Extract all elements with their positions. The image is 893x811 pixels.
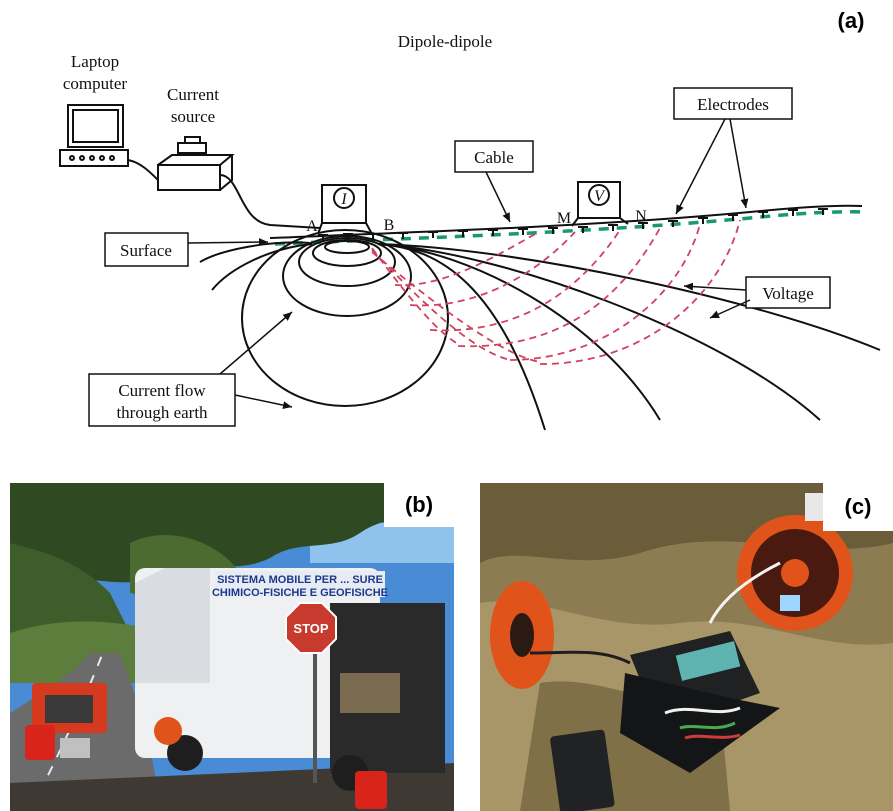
panel-b-tag: (b) [384, 483, 454, 527]
electrode-n-label: N [635, 208, 647, 225]
red-can-icon [355, 771, 387, 809]
fuel-can-icon [25, 725, 55, 760]
electrode-a-label: A [306, 218, 318, 235]
dipole-dipole-diagram-panel: Dipole-dipole Laptop computer Current so… [59, 6, 881, 431]
voltage-arrow-2 [709, 299, 751, 319]
instrument-case-icon [620, 673, 780, 773]
stop-sign-icon [285, 602, 337, 654]
dipole-dipole-diagram: Dipole-dipole Laptop computer Current so… [59, 32, 881, 431]
source-label-line1: Current [167, 85, 219, 104]
cable-reel-icon [154, 717, 182, 745]
laptop-label-line1: Laptop [71, 52, 119, 71]
electrodes-arrow-2 [729, 118, 749, 209]
current-flow-label-line2: through earth [116, 403, 208, 422]
ammeter-symbol: I [340, 191, 347, 208]
battery-icon [550, 729, 615, 811]
source-cable [219, 174, 321, 229]
electrode-markers [318, 208, 828, 241]
voltage-lines [371, 219, 741, 365]
field-van-photo: SISTEMA MOBILE PER ... SURE CHIMICO-FISI… [10, 483, 454, 811]
laptop-cable [127, 159, 159, 181]
cable-label: Cable [474, 148, 514, 167]
surface-label-box: Surface [104, 232, 189, 267]
current-flow-arrow-1 [219, 311, 293, 375]
panel-c-tag: (c) [823, 483, 893, 531]
van-photo-illustration: SISTEMA MOBILE PER ... SURE CHIMICO-FISI… [10, 483, 454, 811]
current-flow-arrow-2 [234, 394, 293, 410]
stop-sign-text: STOP [293, 621, 328, 636]
current-source-icon [157, 136, 235, 191]
laptop-label-line2: computer [63, 74, 128, 93]
voltmeter-icon [571, 181, 629, 227]
van-text-line1: SISTEMA MOBILE PER ... SURE [217, 574, 383, 586]
ground-surface-line [269, 204, 863, 239]
surface-label: Surface [120, 241, 172, 260]
van-text-line2: CHIMICO-FISICHE E GEOFISICHE [212, 587, 388, 599]
laptop-icon [59, 104, 129, 167]
voltage-label-box: Voltage [745, 276, 831, 309]
surface-arrow [187, 238, 269, 247]
ammeter-icon [317, 184, 373, 235]
voltage-arrow-1 [683, 282, 747, 291]
cable-arrow [485, 171, 511, 223]
electrodes-label-box: Electrodes [673, 87, 793, 120]
current-flow-label-box: Current flow through earth [88, 373, 236, 427]
electrode-m-label: M [557, 210, 571, 227]
current-flow-label-line1: Current flow [118, 381, 206, 400]
panel-a-tag: (a) [826, 6, 876, 36]
electrode-b-label: B [384, 217, 395, 234]
electrodes-label: Electrodes [697, 95, 769, 114]
source-label-line2: source [171, 107, 215, 126]
electrode-cable [274, 210, 863, 246]
instrument-photo-illustration [480, 483, 893, 811]
voltage-label: Voltage [762, 284, 814, 303]
voltmeter-symbol: V [594, 188, 606, 205]
current-flow-lines [199, 229, 881, 431]
cable-label-box: Cable [454, 140, 534, 173]
electrodes-arrow-1 [675, 118, 726, 215]
field-instrument-photo: (c) [480, 483, 893, 811]
diagram-title: Dipole-dipole [398, 32, 492, 51]
